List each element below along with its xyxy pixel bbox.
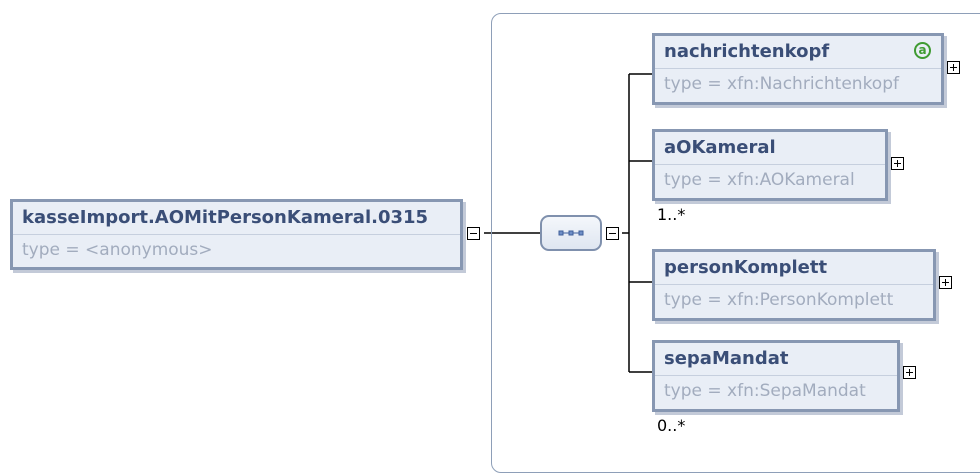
root-element-type: type = <anonymous> — [22, 240, 213, 260]
element-type: type = xfn:AOKameral — [664, 170, 855, 190]
attributes-icon[interactable]: a — [914, 42, 931, 59]
element-type: type = xfn:SepaMandat — [664, 381, 866, 401]
element-type: type = xfn:PersonKomplett — [664, 290, 894, 310]
element-box-aokameral[interactable]: aOKameral type = xfn:AOKameral — [652, 129, 888, 201]
element-box-personkomplett[interactable]: personKomplett type = xfn:PersonKomplett — [652, 249, 936, 321]
occurrence-label: 0..* — [657, 416, 686, 435]
element-name: sepaMandat — [655, 343, 897, 376]
element-name: nachrichtenkopf — [655, 36, 941, 69]
expand-toggle-icon[interactable] — [891, 157, 904, 170]
sequence-collapse-toggle-icon[interactable] — [606, 227, 619, 240]
schema-diagram: kasseImport.AOMitPersonKameral.0315 type… — [10, 13, 980, 473]
connector-lines — [484, 73, 652, 373]
sequence-compositor[interactable] — [540, 215, 602, 251]
element-name: aOKameral — [655, 132, 885, 165]
element-box-nachrichtenkopf[interactable]: nachrichtenkopf type = xfn:Nachrichtenko… — [652, 33, 944, 105]
expand-toggle-icon[interactable] — [939, 276, 952, 289]
element-name: personKomplett — [655, 252, 933, 285]
root-collapse-toggle-icon[interactable] — [467, 227, 480, 240]
sequence-dots-icon — [558, 230, 584, 236]
expand-toggle-icon[interactable] — [903, 366, 916, 379]
expand-toggle-icon[interactable] — [947, 61, 960, 74]
occurrence-label: 1..* — [657, 205, 686, 224]
root-element-name: kasseImport.AOMitPersonKameral.0315 — [13, 202, 460, 235]
element-box-sepamandat[interactable]: sepaMandat type = xfn:SepaMandat — [652, 340, 900, 412]
element-type: type = xfn:Nachrichtenkopf — [664, 74, 899, 94]
root-element-box[interactable]: kasseImport.AOMitPersonKameral.0315 type… — [10, 199, 463, 270]
